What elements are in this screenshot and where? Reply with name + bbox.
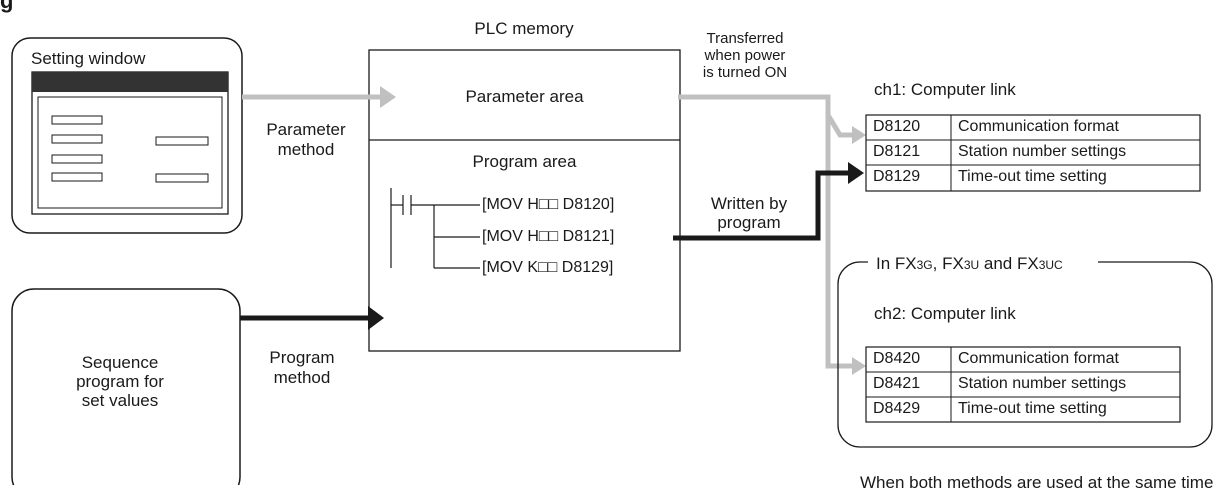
plc-memory-title: PLC memory	[474, 19, 574, 38]
form-field	[51, 134, 103, 144]
transferred-line: when power	[704, 47, 786, 64]
written-arrow-head	[848, 162, 864, 184]
program-arrow-head	[368, 306, 384, 330]
ladder-instruction: [MOV K□□ D8129]	[482, 259, 614, 276]
ladder-instruction: [MOV H□□ D8121]	[482, 228, 615, 245]
form-field	[51, 172, 103, 182]
parameter-method-line: Parameter	[266, 120, 346, 139]
ch2-desc: Communication format	[958, 350, 1119, 367]
ch1-title: ch1: Computer link	[874, 80, 1016, 99]
ch2-reg: D8421	[873, 375, 921, 392]
transfer-arrow-head-ch2	[852, 357, 866, 375]
transferred-line: Transferred	[706, 30, 784, 47]
form-field	[155, 173, 209, 183]
parameter-method-label: Parameter method	[252, 120, 360, 160]
setting-window-title: Setting window	[31, 49, 146, 68]
ch2-group-label: In FX3G, FX3U and FX3UC	[876, 255, 1063, 272]
form-field	[155, 136, 209, 146]
section-heading: g	[0, 0, 14, 13]
ch2-group-model: 3UC	[1038, 258, 1063, 272]
parameter-arrow-head	[380, 86, 396, 108]
setting-window-inner	[37, 96, 223, 209]
setting-window-titlebar	[32, 72, 228, 92]
plc-memory-box	[368, 49, 681, 352]
ch1-reg: D8129	[873, 168, 921, 185]
ladder-instruction: [MOV H□□ D8120]	[482, 196, 615, 213]
form-field	[51, 154, 103, 164]
transferred-line: is turned ON	[702, 64, 788, 81]
written-line: Written by	[710, 194, 788, 213]
sequence-program-line: program for	[76, 372, 164, 391]
ch2-desc: Time-out time setting	[958, 400, 1107, 417]
ch2-group-label-gap	[868, 252, 1098, 272]
parameter-area-label: Parameter area	[465, 87, 584, 106]
ch1-desc: Communication format	[958, 118, 1119, 135]
ch2-table	[865, 346, 1181, 423]
sequence-program-line: set values	[81, 391, 159, 410]
transfer-arrow-head-ch1	[852, 126, 866, 144]
ch2-reg: D8420	[873, 350, 921, 367]
written-line: program	[717, 213, 781, 232]
ch2-title: ch2: Computer link	[874, 304, 1016, 323]
ch2-group-text: and FX	[979, 254, 1039, 273]
sequence-program-label: Sequence program for set values	[40, 353, 200, 410]
program-area-label: Program area	[472, 152, 577, 171]
ch2-group-model: 3U	[963, 258, 980, 272]
ch1-desc: Time-out time setting	[958, 168, 1107, 185]
program-method-line: Program	[269, 348, 335, 367]
sequence-program-line: Sequence	[81, 353, 159, 372]
transfer-path	[678, 94, 856, 369]
transferred-note: Transferred when power is turned ON	[680, 30, 810, 81]
ch2-group-model: 3G	[916, 258, 933, 272]
program-method-label: Program method	[252, 348, 352, 388]
sequence-program-box	[11, 288, 241, 485]
ch1-table	[865, 114, 1201, 192]
written-by-program-label: Written by program	[694, 194, 804, 232]
program-method-line: method	[273, 368, 331, 387]
ch2-desc: Station number settings	[958, 375, 1127, 392]
ch2-group-text: , FX	[932, 254, 964, 273]
written-path	[673, 170, 850, 241]
ch1-desc: Station number settings	[958, 143, 1127, 160]
parameter-method-line: method	[277, 140, 335, 159]
ch2-group-text: In FX	[876, 254, 917, 273]
footer-note: When both methods are used at the same t…	[860, 473, 1214, 492]
transfer-path-ch1	[825, 113, 856, 138]
ch1-reg: D8121	[873, 143, 921, 160]
form-field	[51, 115, 103, 125]
ch1-reg: D8120	[873, 118, 921, 135]
ch2-reg: D8429	[873, 400, 921, 417]
